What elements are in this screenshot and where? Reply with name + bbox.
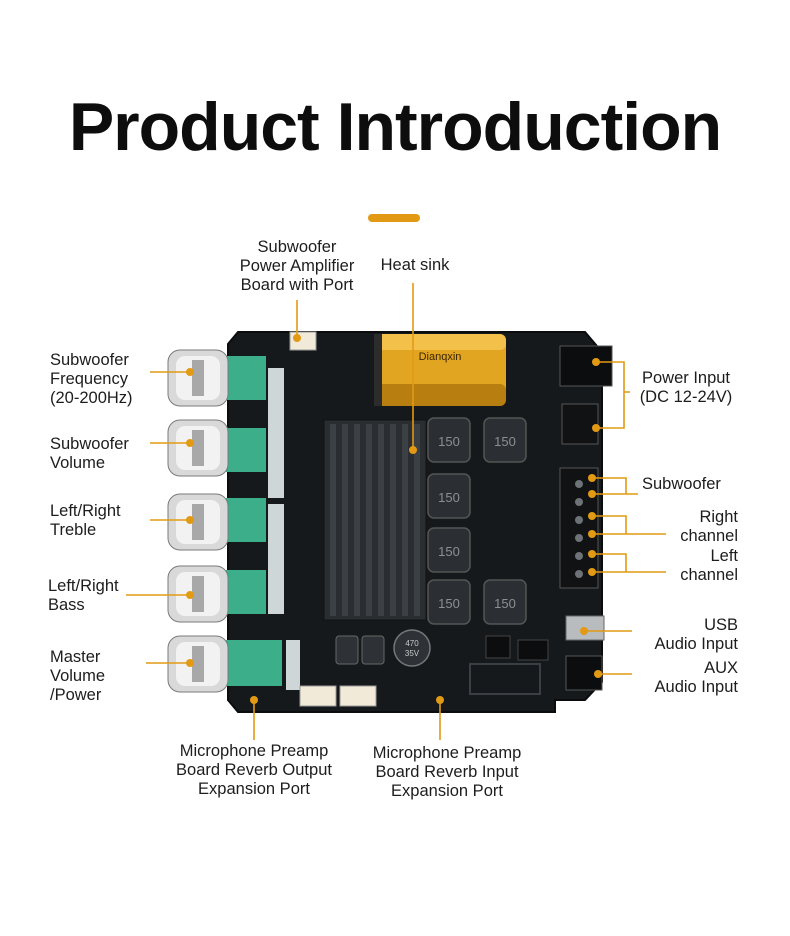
power-terminal xyxy=(561,403,599,445)
svg-text:470: 470 xyxy=(405,639,419,648)
heat-sink xyxy=(323,419,427,621)
callout-dots xyxy=(186,334,602,704)
label-right-channel: Right channel xyxy=(680,508,738,545)
svg-text:150: 150 xyxy=(438,434,460,449)
inductor: 150 xyxy=(427,417,471,463)
inductor: 150 xyxy=(427,527,471,573)
silkscreen-tre-channel xyxy=(268,504,284,614)
svg-text:Dianqxin: Dianqxin xyxy=(419,351,462,363)
svg-text:150: 150 xyxy=(494,434,516,449)
svg-text:150: 150 xyxy=(438,490,460,505)
subwoofer-board-connector xyxy=(289,331,317,351)
main-capacitor: Dianqxin xyxy=(374,334,506,406)
pot-block-subvol xyxy=(226,428,266,472)
pot-block-bass xyxy=(226,570,266,614)
label-power-input: Power Input (DC 12-24V) xyxy=(639,369,733,406)
knob-treble xyxy=(167,493,229,551)
label-left-channel: Left channel xyxy=(680,547,738,584)
svg-text:150: 150 xyxy=(438,544,460,559)
reverb-output-connector xyxy=(299,685,337,707)
knob-subwoofer-frequency xyxy=(167,349,229,407)
label-master-volume: Master Volume /Power xyxy=(50,648,106,704)
label-subwoofer-frequency: Subwoofer Frequency (20-200Hz) xyxy=(50,351,133,407)
label-subwoofer-output: Subwoofer xyxy=(642,475,721,493)
label-treble: Left/Right Treble xyxy=(50,502,121,539)
inductor: 150 xyxy=(483,579,527,625)
inductor: 150 xyxy=(483,417,527,463)
inductor: 150 xyxy=(427,473,471,519)
inductor: 150 xyxy=(427,579,471,625)
label-subwoofer-volume: Subwoofer Volume xyxy=(50,435,129,472)
label-subwoofer-board-port: Subwoofer Power Amplifier Board with Por… xyxy=(239,238,355,294)
terminal-screws xyxy=(575,480,583,578)
svg-text:150: 150 xyxy=(494,596,516,611)
chip xyxy=(517,639,549,661)
silkscreen-freq-subwoofer xyxy=(268,368,284,498)
callout-lines xyxy=(126,283,666,740)
knob-bass xyxy=(167,565,229,623)
pot-block-freq xyxy=(226,356,266,400)
svg-text:150: 150 xyxy=(438,596,460,611)
aux-port xyxy=(565,655,603,691)
label-aux-input: AUX Audio Input xyxy=(654,659,738,696)
pot-block-master xyxy=(226,640,282,686)
svg-text:35V: 35V xyxy=(405,649,420,658)
knob-master-volume xyxy=(167,635,229,693)
chip xyxy=(485,635,511,659)
title-accent-bar xyxy=(368,214,420,222)
silkscreen-vol xyxy=(286,640,300,690)
page-title: Product Introduction xyxy=(68,89,722,165)
bluetooth-antenna xyxy=(469,663,541,695)
usb-port xyxy=(565,615,605,641)
small-capacitors: 470 35V xyxy=(335,629,431,667)
reverb-input-connector xyxy=(339,685,377,707)
label-bass: Left/Right Bass xyxy=(48,577,119,614)
label-mic-reverb-input: Microphone Preamp Board Reverb Input Exp… xyxy=(372,744,522,800)
label-usb-input: USB Audio Input xyxy=(654,616,738,653)
pot-block-treble xyxy=(226,498,266,542)
label-mic-reverb-output: Microphone Preamp Board Reverb Output Ex… xyxy=(176,742,332,798)
label-heat-sink: Heat sink xyxy=(380,256,450,274)
power-jack xyxy=(559,345,613,387)
knob-subwoofer-volume xyxy=(167,419,229,477)
